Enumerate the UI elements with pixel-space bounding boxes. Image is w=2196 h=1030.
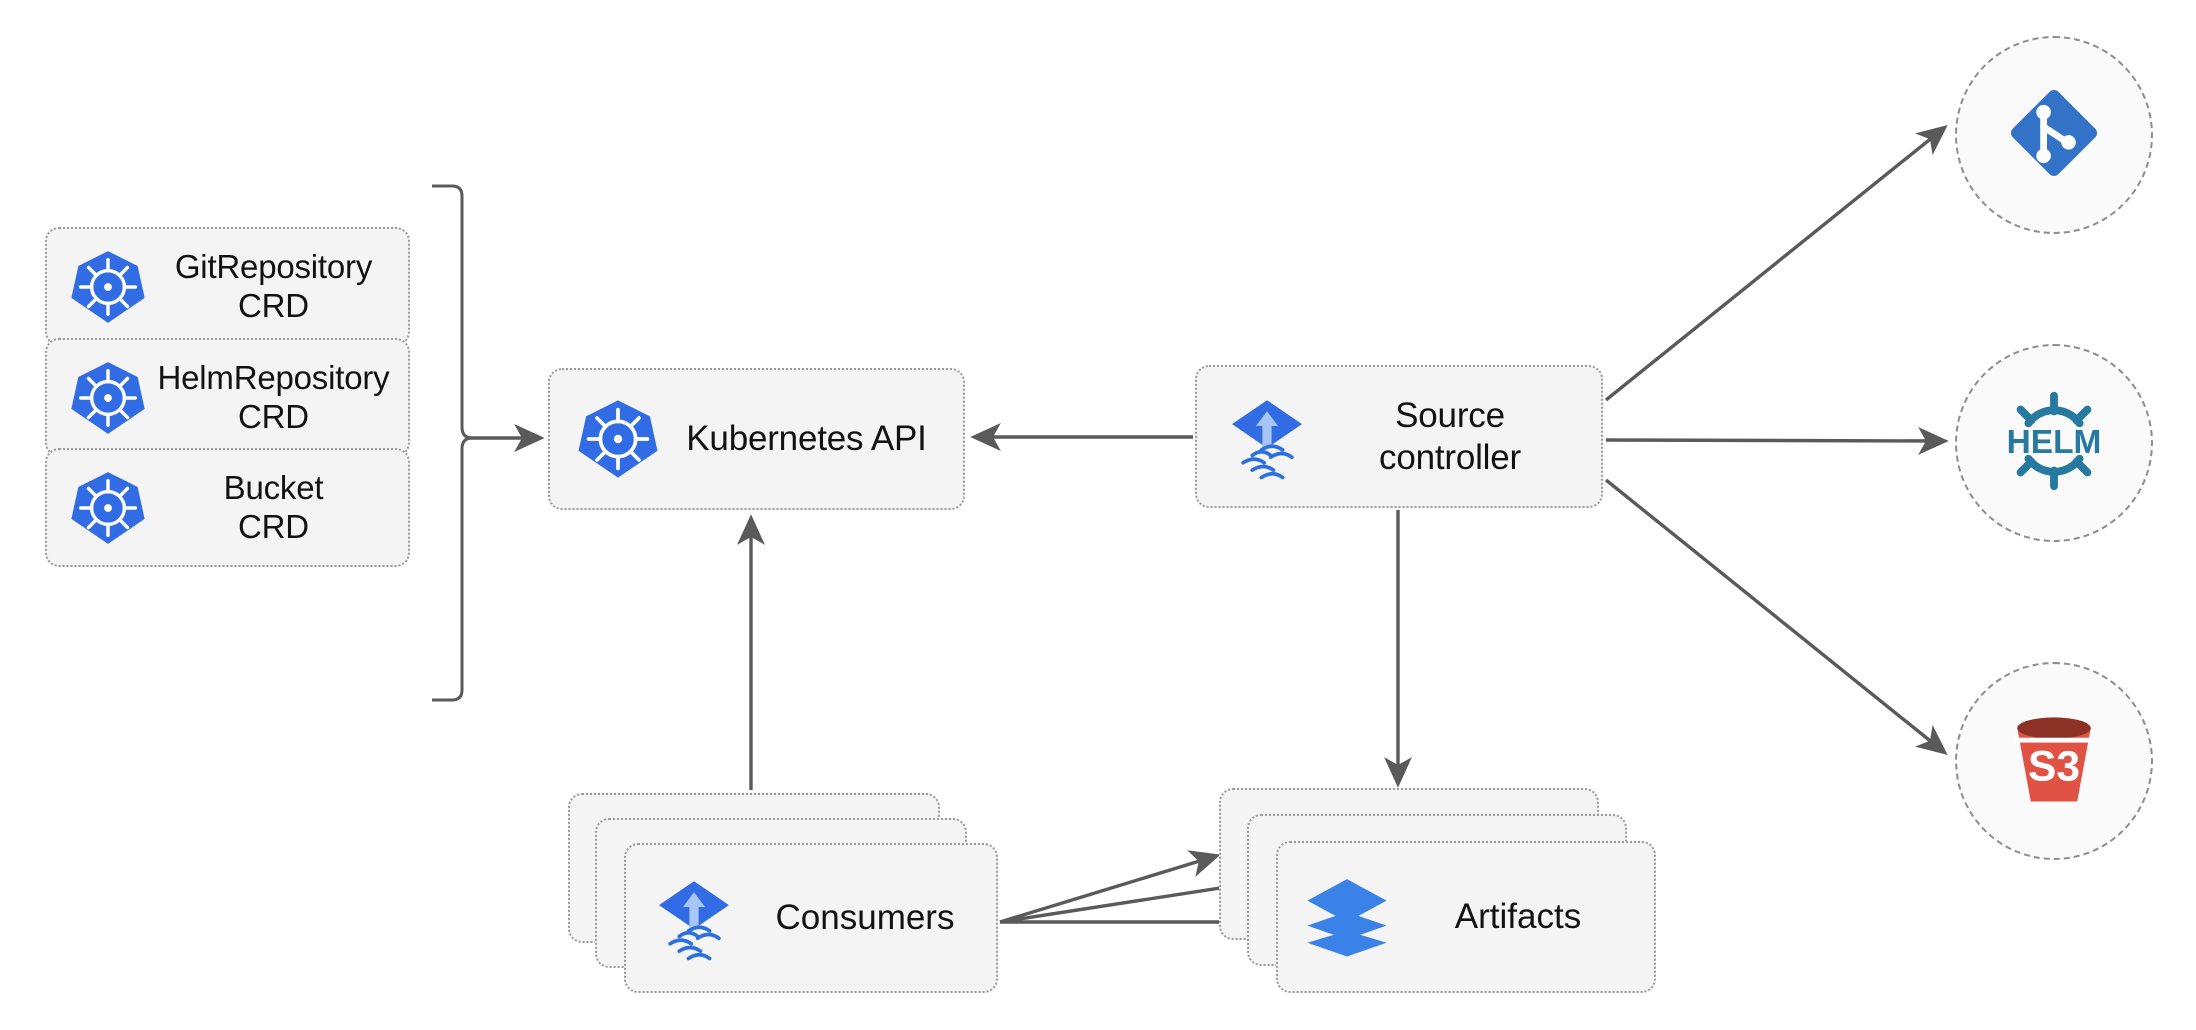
- git-icon: [2002, 81, 2106, 190]
- node-label: Kubernetes API: [686, 419, 927, 459]
- node-artifacts[interactable]: Artifacts: [1219, 788, 1669, 993]
- external-s3[interactable]: S3: [1955, 662, 2153, 860]
- edge-source-controller-to-s3: [1604, 478, 1948, 755]
- crd-label: HelmRepository CRD: [157, 358, 390, 435]
- node-label: Artifacts: [1454, 897, 1582, 936]
- edge-consumers-to-artifacts-1: [999, 850, 1221, 924]
- external-helm[interactable]: HELM: [1955, 344, 2153, 542]
- kubernetes-icon: [69, 359, 147, 437]
- node-kubernetes-api[interactable]: Kubernetes API: [548, 368, 965, 510]
- kubernetes-icon: [69, 469, 147, 547]
- crd-group-bracket: [432, 184, 473, 702]
- node-source-controller[interactable]: Source controller: [1195, 365, 1603, 508]
- edge-source-controller-to-git: [1604, 125, 1948, 402]
- artifacts-card-front[interactable]: Artifacts: [1276, 841, 1656, 993]
- node-label: Consumers: [775, 898, 955, 937]
- helm-wordmark: HELM: [2007, 423, 2102, 460]
- node-label: Source controller: [1379, 396, 1521, 477]
- crd-box-helmrepository[interactable]: HelmRepository CRD: [45, 338, 410, 457]
- s3-bucket-icon: S3: [1996, 701, 2112, 822]
- kubernetes-icon: [69, 248, 147, 326]
- kubernetes-icon: [576, 397, 660, 481]
- s3-wordmark: S3: [2028, 742, 2080, 790]
- crd-label: Bucket CRD: [223, 468, 324, 545]
- layers-icon: [1304, 874, 1390, 960]
- helm-icon: HELM: [1995, 382, 2113, 505]
- crd-box-gitrepository[interactable]: GitRepository CRD: [45, 227, 410, 346]
- crd-box-bucket[interactable]: Bucket CRD: [45, 448, 410, 567]
- flux-source-controller-icon: [1221, 391, 1313, 483]
- crd-label: GitRepository CRD: [174, 247, 373, 324]
- edge-consumers-to-artifacts-2: [999, 874, 1251, 924]
- node-consumers[interactable]: Consumers: [568, 793, 998, 993]
- edge-source-controller-to-helm: [1605, 426, 1949, 455]
- external-git[interactable]: [1955, 36, 2153, 234]
- flux-source-controller-icon: [648, 872, 740, 964]
- consumers-card-front[interactable]: Consumers: [624, 843, 998, 993]
